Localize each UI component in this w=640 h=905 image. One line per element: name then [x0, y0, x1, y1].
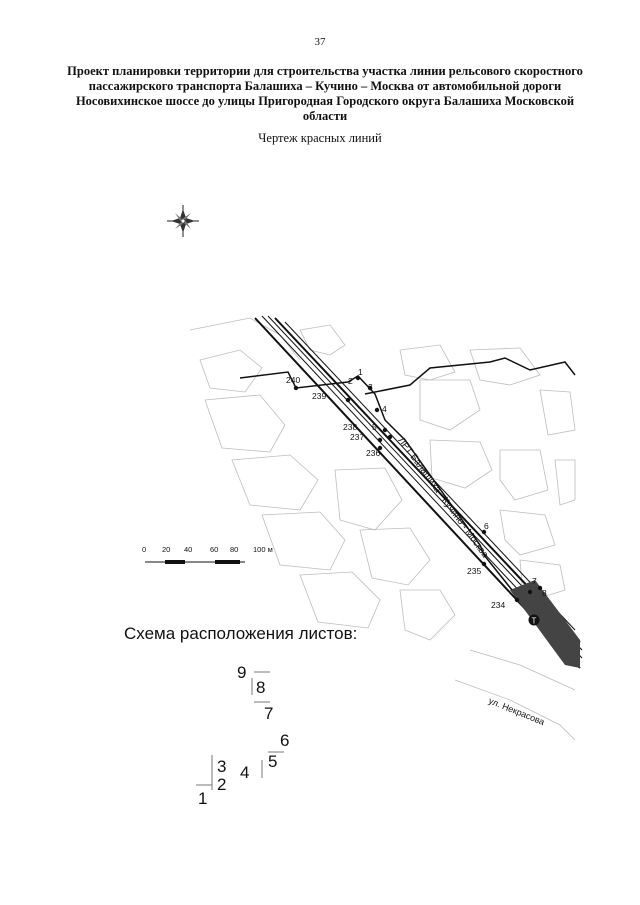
point-label: 5: [372, 422, 377, 432]
red-line-boundary: [239, 357, 576, 591]
point-label: 2: [348, 376, 353, 386]
point-label: 236: [366, 448, 380, 458]
scale-label: 80: [230, 545, 238, 554]
route-label: ЛРТ Балашиха - Кучино - Москва: [396, 435, 491, 560]
scale-label: 0: [142, 545, 146, 554]
scheme-title: Схема расположения листов:: [124, 624, 358, 643]
point-label: 8: [542, 588, 547, 598]
sheet-layout-scheme: 9 8 7 6 5 4 3 2 1: [196, 663, 289, 808]
scale-bar: 0 20 40 60 80 100 м: [142, 545, 273, 564]
point-label: 6: [484, 521, 489, 531]
sheet-number: 5: [268, 752, 277, 771]
scale-label: 100 м: [253, 545, 273, 554]
street-label: ул. Некрасова: [487, 696, 546, 727]
scale-label: 60: [210, 545, 218, 554]
point-label: 238: [343, 422, 357, 432]
drawing-subtitle: Чертеж красных линий: [258, 131, 382, 145]
point-label: 239: [312, 391, 326, 401]
sheet-number: 4: [240, 763, 249, 782]
sheet-number: 8: [256, 678, 265, 697]
station-marker-icon: Т: [528, 614, 540, 626]
sheet-number: 6: [280, 731, 289, 750]
point-label: 237: [350, 432, 364, 442]
document-title: Проект планировки территории для строите…: [67, 64, 583, 123]
sheet-number: 9: [237, 663, 246, 682]
svg-text:Т: Т: [532, 617, 537, 626]
point-label: 234: [491, 600, 505, 610]
point-label: 7: [532, 576, 537, 586]
compass-rose-icon: [167, 205, 199, 237]
scale-label: 20: [162, 545, 170, 554]
point-label: 3: [368, 382, 373, 392]
scale-label: 40: [184, 545, 192, 554]
sheet-number: 2: [217, 775, 226, 794]
boundary-points: [293, 375, 543, 603]
point-label: 4: [382, 404, 387, 414]
point-label: 1: [358, 367, 363, 377]
sheet-number: 3: [217, 757, 226, 776]
base-map-texture: [189, 317, 576, 741]
point-label: 235: [467, 566, 481, 576]
sheet-number: 1: [198, 789, 207, 808]
point-label: 240: [286, 375, 300, 385]
page-number: 37: [314, 36, 326, 48]
station-platform: [510, 580, 580, 668]
sheet-number: 7: [264, 704, 273, 723]
